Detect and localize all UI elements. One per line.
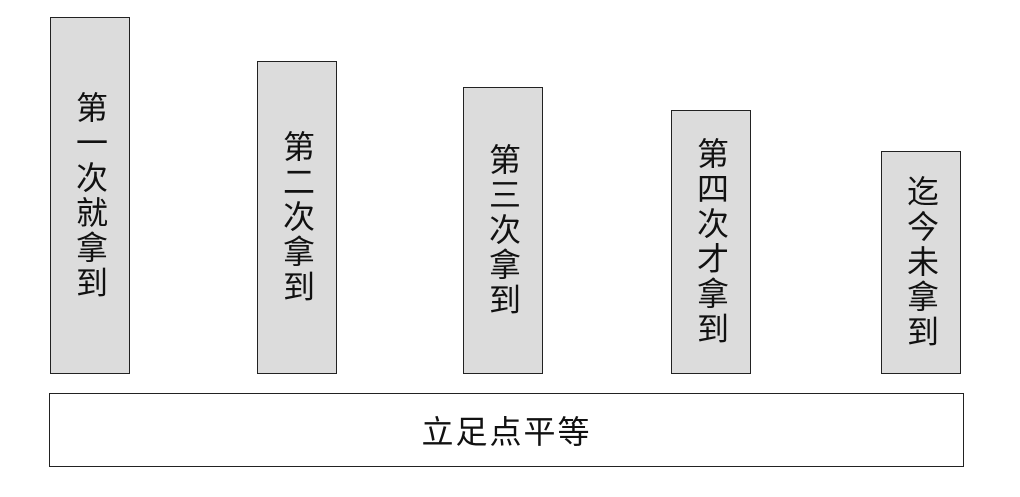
bar-fourth-time: 第四次才拿到	[671, 110, 751, 374]
base-platform: 立足点平等	[49, 393, 964, 467]
bar-label-fourth-time: 第四次才拿到	[692, 137, 730, 347]
bar-first-time: 第一次就拿到	[50, 17, 130, 374]
bar-not-yet: 迄今未拿到	[881, 151, 961, 374]
base-label: 立足点平等	[421, 413, 592, 451]
bar-second-time: 第二次拿到	[257, 61, 337, 374]
bar-label-first-time: 第一次就拿到	[71, 90, 109, 301]
bar-third-time: 第三次拿到	[463, 87, 543, 374]
bar-label-second-time: 第二次拿到	[278, 130, 316, 305]
bar-label-third-time: 第三次拿到	[484, 143, 522, 318]
bar-label-not-yet: 迄今未拿到	[902, 175, 940, 350]
